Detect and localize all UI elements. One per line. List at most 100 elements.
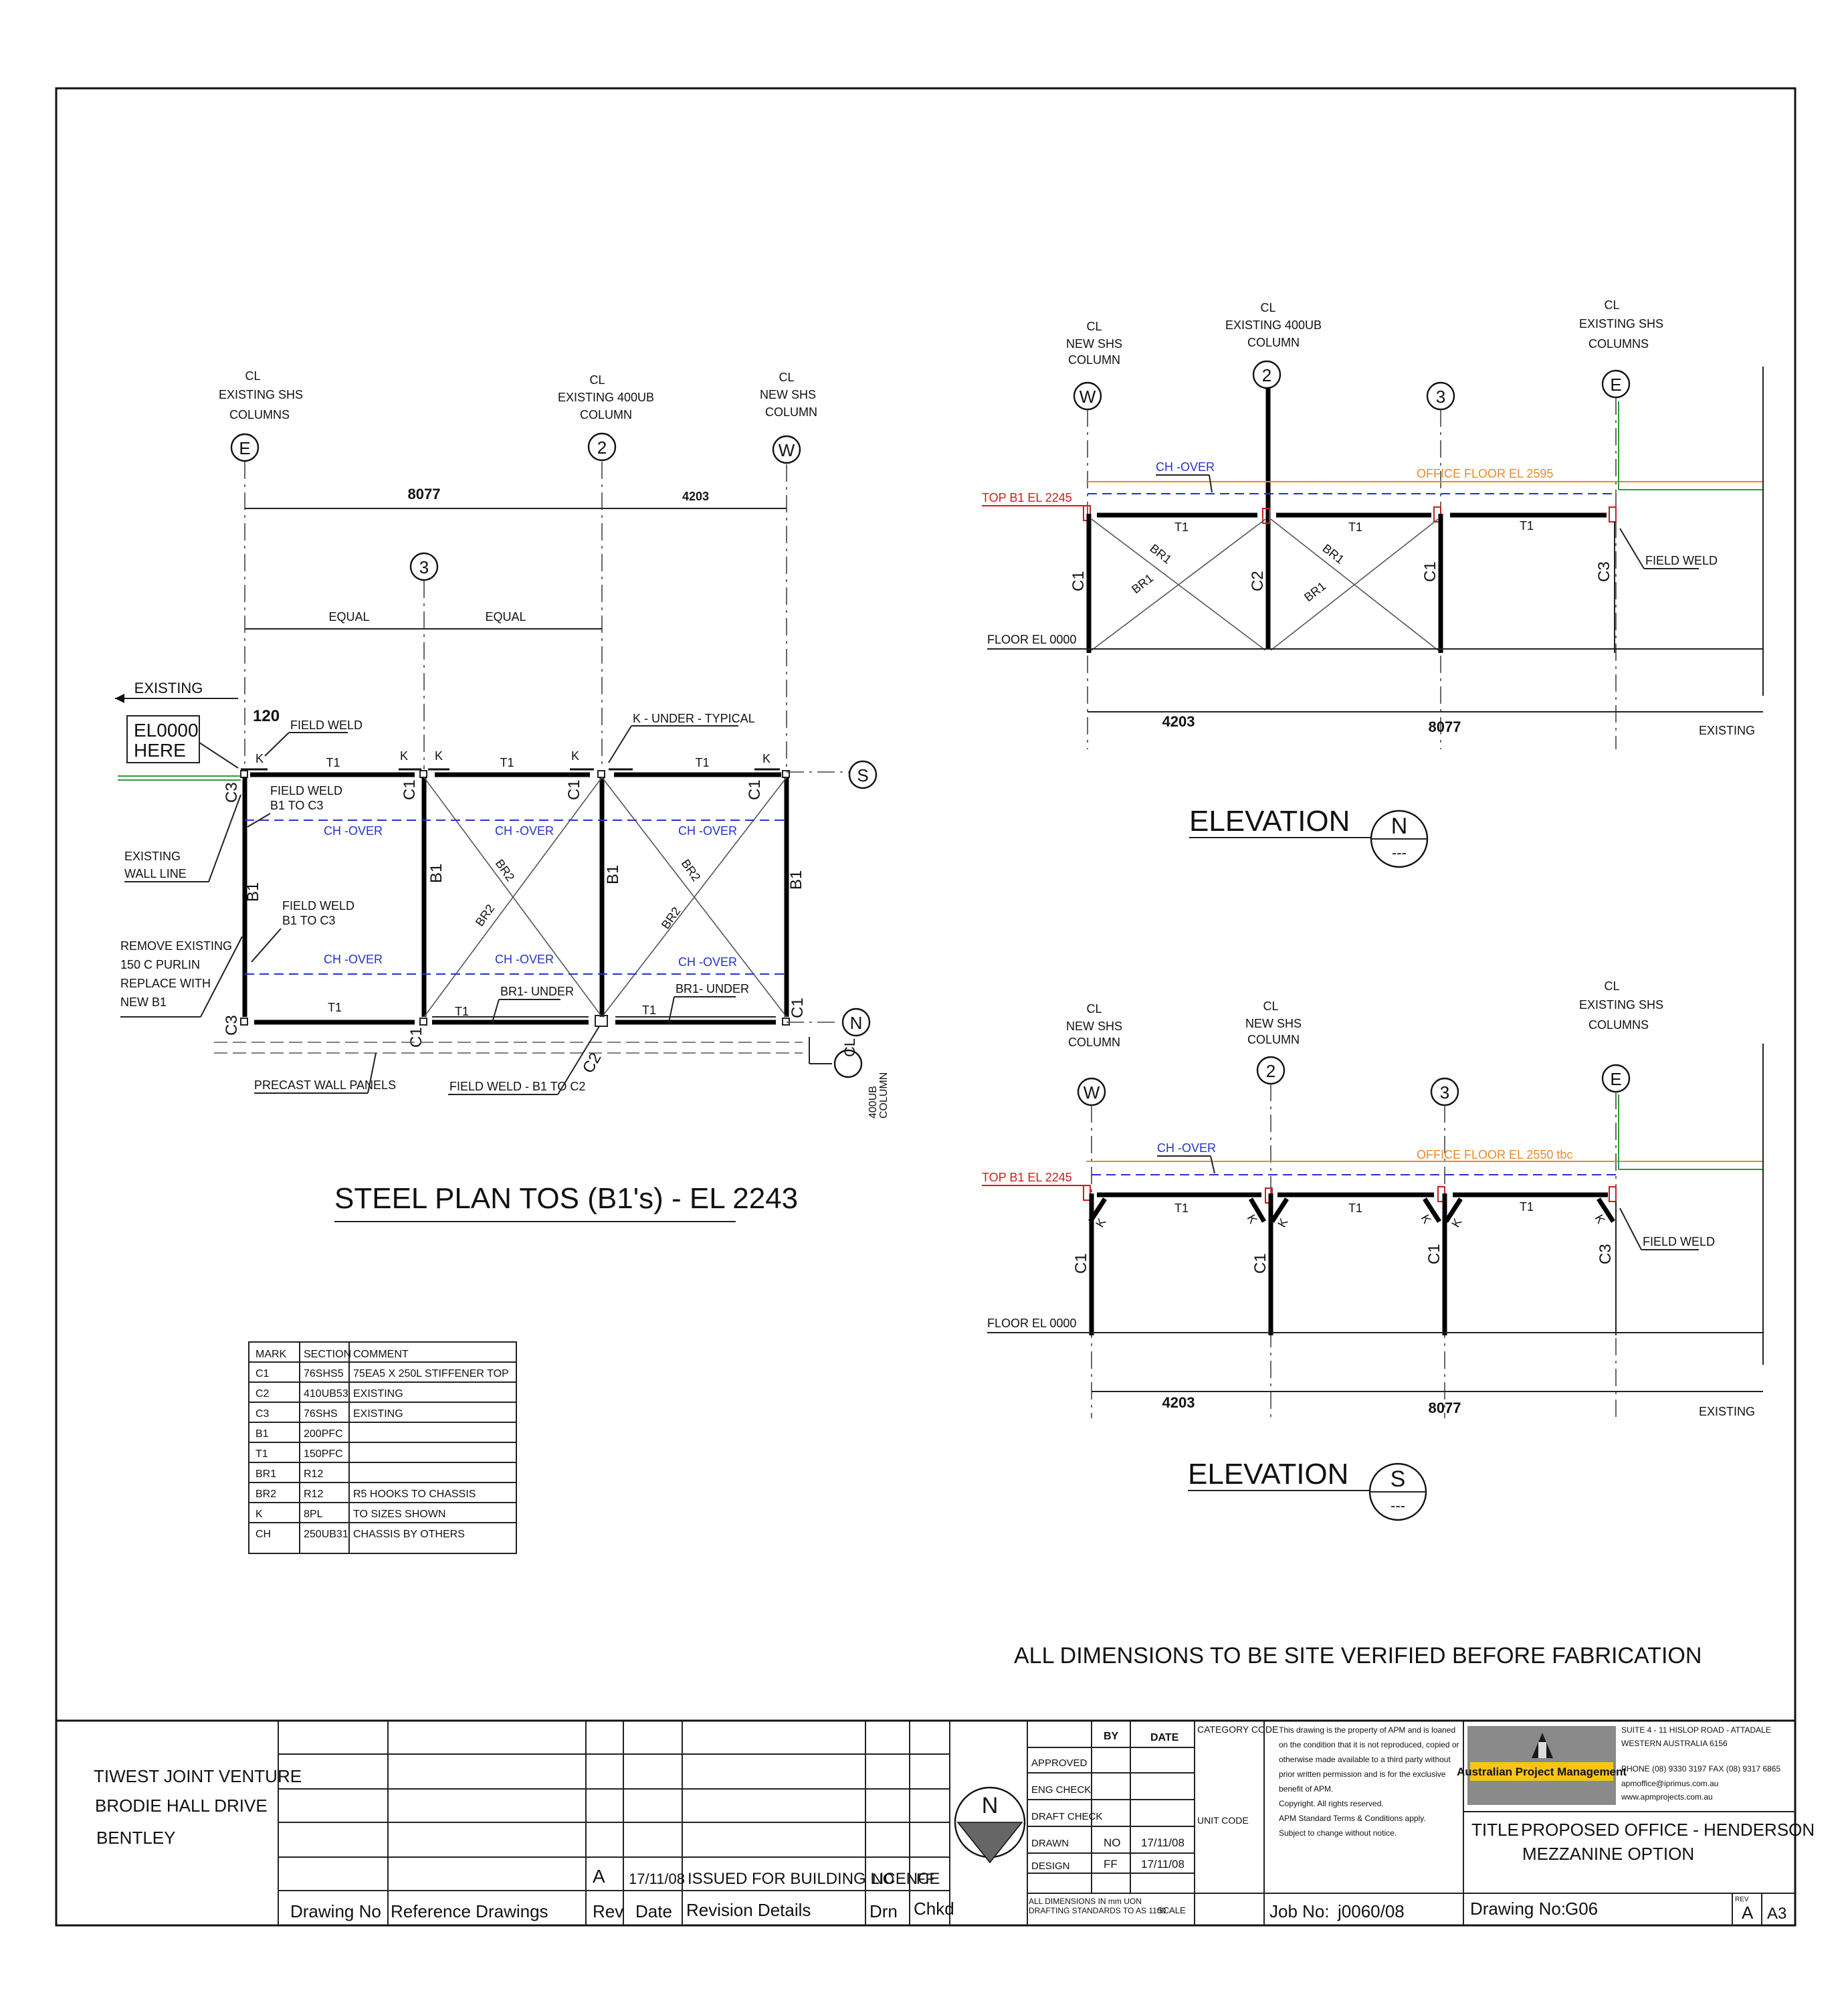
job-no-value: j0060/08 [1337,1901,1405,1921]
elev-n-grid-W: CL NEW SHS COLUMN W [1066,320,1122,411]
leader-line [251,928,282,963]
copyright-note: This drawing is the property of APM and … [1279,1725,1459,1838]
field-weld-label: FIELD WELD [1645,554,1718,567]
grid-tag: CL [841,1038,858,1057]
rev-value: A [1742,1903,1754,1923]
schedule-cell: B1 [255,1428,269,1440]
schedule-cell: 200PFC [304,1428,343,1440]
column-marker [419,770,427,778]
plan-title: STEEL PLAN TOS (B1's) - EL 2243 [334,1182,798,1215]
grid-desc-label: EXISTING 400UB [1225,318,1322,332]
k-label: K [762,752,771,765]
grid-desc-label: COLUMN [1247,336,1300,349]
k-plate [1597,1198,1615,1223]
floor-label: FLOOR EL 0000 [987,633,1076,646]
grid-desc-label: NEW SHS [1245,1017,1302,1030]
client-address: BRODIE HALL DRIVE [95,1796,268,1816]
dimension-label: 8077 [1429,719,1461,735]
leader-line [608,725,632,763]
br2-label: BR2 [493,857,517,884]
remove-note: REMOVE EXISTING [120,939,232,953]
schedule-header: COMMENT [353,1349,409,1360]
br1-label: BR1 [1302,579,1328,604]
datum-label: HERE [134,740,186,761]
grid-bubble [833,1049,863,1078]
grid-desc-label: COLUMNS [1588,1018,1649,1032]
c1-label: C1 [407,1027,425,1048]
draft-check-label: DRAFT CHECK [1031,1811,1102,1822]
grid-cl-label: CL [1086,320,1102,333]
copyright-line: benefit of APM. [1279,1784,1333,1794]
leader-line [208,794,241,882]
precast-label: PRECAST WALL PANELS [254,1078,396,1092]
br2-label: BR2 [659,904,683,931]
leader-line [200,936,243,1018]
field-weld-label: B1 TO C3 [270,799,323,812]
column-marker [782,1018,790,1026]
field-weld-label: FIELD WELD [290,719,363,732]
copyright-line: APM Standard Terms & Conditions apply. [1279,1814,1426,1823]
t1-label: T1 [455,1005,469,1018]
c1-label: C1 [565,779,583,800]
grid-cl-label: CL [1260,301,1275,314]
title-block: TIWEST JOINT VENTURE BRODIE HALL DRIVE B… [56,1719,1815,1925]
header-drn: Drn [869,1901,898,1921]
grid-desc-label: COLUMN [1247,1033,1300,1046]
b1-section [1609,1186,1617,1202]
rev-label: REV [1735,1896,1749,1903]
drawing-no-label: Drawing No: [1470,1899,1566,1919]
north-label: N [982,1793,999,1818]
ch-over-label: CH -OVER [495,953,554,966]
grid-tag: 2 [1266,1061,1275,1081]
schedule-cell: R5 HOOKS TO CHASSIS [353,1489,476,1500]
scale-label: SCALE [1157,1905,1186,1915]
dimension-label: EQUAL [485,610,526,624]
column-marker [419,1018,427,1026]
grid-tag: 3 [1440,1082,1449,1103]
schedule-cell: 250UB31 [304,1529,348,1540]
rev-date: 17/11/08 [629,1871,685,1887]
grid-tag: 3 [419,557,429,577]
leader-line [367,1052,377,1094]
section-tag: S [1391,1466,1406,1492]
drawn-date: 17/11/08 [1141,1836,1185,1849]
c1-label: C1 [1069,571,1088,591]
verification-note: ALL DIMENSIONS TO BE SITE VERIFIED BEFOR… [1014,1643,1702,1668]
schedule-cell: CH [255,1529,271,1540]
k-label: K [571,749,579,763]
leader-line [1209,474,1213,493]
t1-label: T1 [326,756,340,769]
header-chkd: Chkd [914,1899,954,1919]
schedule-cell: EXISTING [353,1408,403,1420]
datum-box [126,715,200,763]
grid-desc-label: EXISTING SHS [1579,317,1663,330]
office-floor-label: OFFICE FLOOR EL 2595 [1417,467,1553,480]
leader-line [668,996,675,1023]
leader-line [1210,1155,1215,1174]
leader-line [1619,528,1645,569]
schedule-cell: C3 [255,1408,270,1420]
k-label: K [1449,1216,1464,1230]
grid-desc-label: EXISTING SHS [1579,998,1663,1012]
schedule-cell: BR1 [255,1468,276,1480]
b1-section [1083,1185,1091,1201]
eng-check-label: ENG CHECK [1031,1784,1091,1796]
grid-desc-label: COLUMN [1068,1036,1120,1049]
field-weld-label: FIELD WELD [1643,1235,1715,1248]
elev-s-grid-2: CL NEW SHS COLUMN 2 [1245,999,1302,1085]
grid-tag: E [1610,1069,1621,1089]
grid-bubble [772,435,801,464]
drawing-no-value: G06 [1565,1899,1598,1919]
drawing-subtitle: MEZZANINE OPTION [1522,1844,1694,1864]
schedule-cell: BR2 [255,1489,276,1500]
header-revision-details: Revision Details [686,1900,811,1920]
client-name: TIWEST JOINT VENTURE [94,1766,302,1786]
t1-label: T1 [1520,519,1534,533]
k-plate [1270,1198,1289,1223]
schedule-cell: C1 [255,1368,270,1379]
drawing-title: PROPOSED OFFICE - HENDERSON [1521,1820,1815,1840]
c3-label: C3 [223,782,241,803]
